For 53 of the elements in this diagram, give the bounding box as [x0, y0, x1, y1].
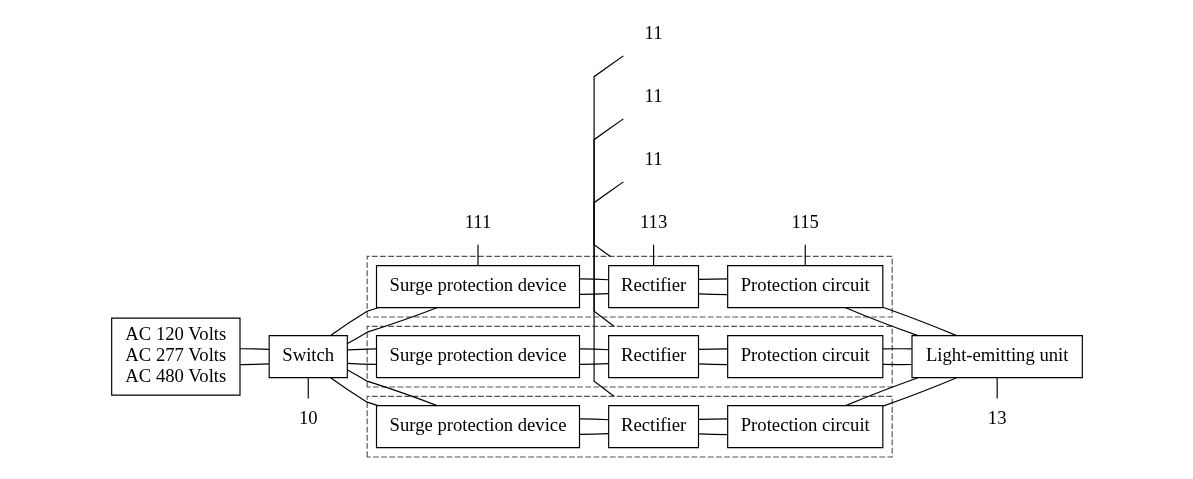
connector [697, 432, 728, 435]
connector [697, 292, 728, 295]
node-box: Surge protection device [375, 404, 580, 448]
connector [697, 347, 728, 350]
connector [593, 180, 624, 257]
node-text: 115 [791, 210, 819, 232]
node-box: Protection circuit [726, 404, 883, 448]
connector [239, 362, 269, 365]
node-box: AC 120 Volts AC 277 Volts AC 480 Volts [110, 317, 241, 396]
cluster [366, 325, 893, 388]
connector [476, 243, 479, 266]
node-box: Light-emitting unit [910, 334, 1083, 378]
connector [578, 292, 609, 295]
node-box: Rectifier [607, 264, 699, 308]
connector [697, 417, 728, 420]
connector [239, 347, 269, 350]
connector [307, 376, 309, 399]
connector [578, 347, 609, 350]
node-box: Protection circuit [726, 334, 883, 378]
node-box: Switch [268, 334, 348, 378]
connector [346, 362, 377, 365]
connector [578, 277, 609, 280]
connector [652, 243, 654, 266]
connector [996, 376, 998, 399]
node-text: 11 [644, 147, 663, 169]
node-text: 11 [644, 84, 663, 106]
connector [593, 117, 624, 327]
connector [593, 54, 624, 397]
connector [804, 243, 806, 266]
node-box: Protection circuit [726, 264, 883, 308]
connector [697, 277, 728, 280]
node-text: 11 [644, 21, 663, 43]
connector [578, 432, 609, 435]
connector [697, 362, 728, 365]
connector [578, 417, 609, 420]
node-text: 111 [464, 210, 491, 232]
node-text: 113 [639, 210, 667, 232]
node-text: 10 [298, 406, 318, 428]
connector [346, 347, 377, 351]
node-box: Surge protection device [375, 264, 580, 308]
connector [329, 376, 379, 406]
node-box: Surge protection device [375, 334, 580, 378]
connector [881, 376, 957, 407]
connector [329, 306, 379, 336]
connector [881, 306, 957, 336]
node-text: 13 [987, 406, 1006, 428]
connector [881, 363, 912, 365]
node-box: Rectifier [607, 334, 699, 378]
connector [578, 362, 609, 365]
cluster [366, 395, 893, 458]
cluster [366, 255, 893, 318]
connector [881, 347, 912, 349]
node-box: Rectifier [607, 404, 699, 448]
